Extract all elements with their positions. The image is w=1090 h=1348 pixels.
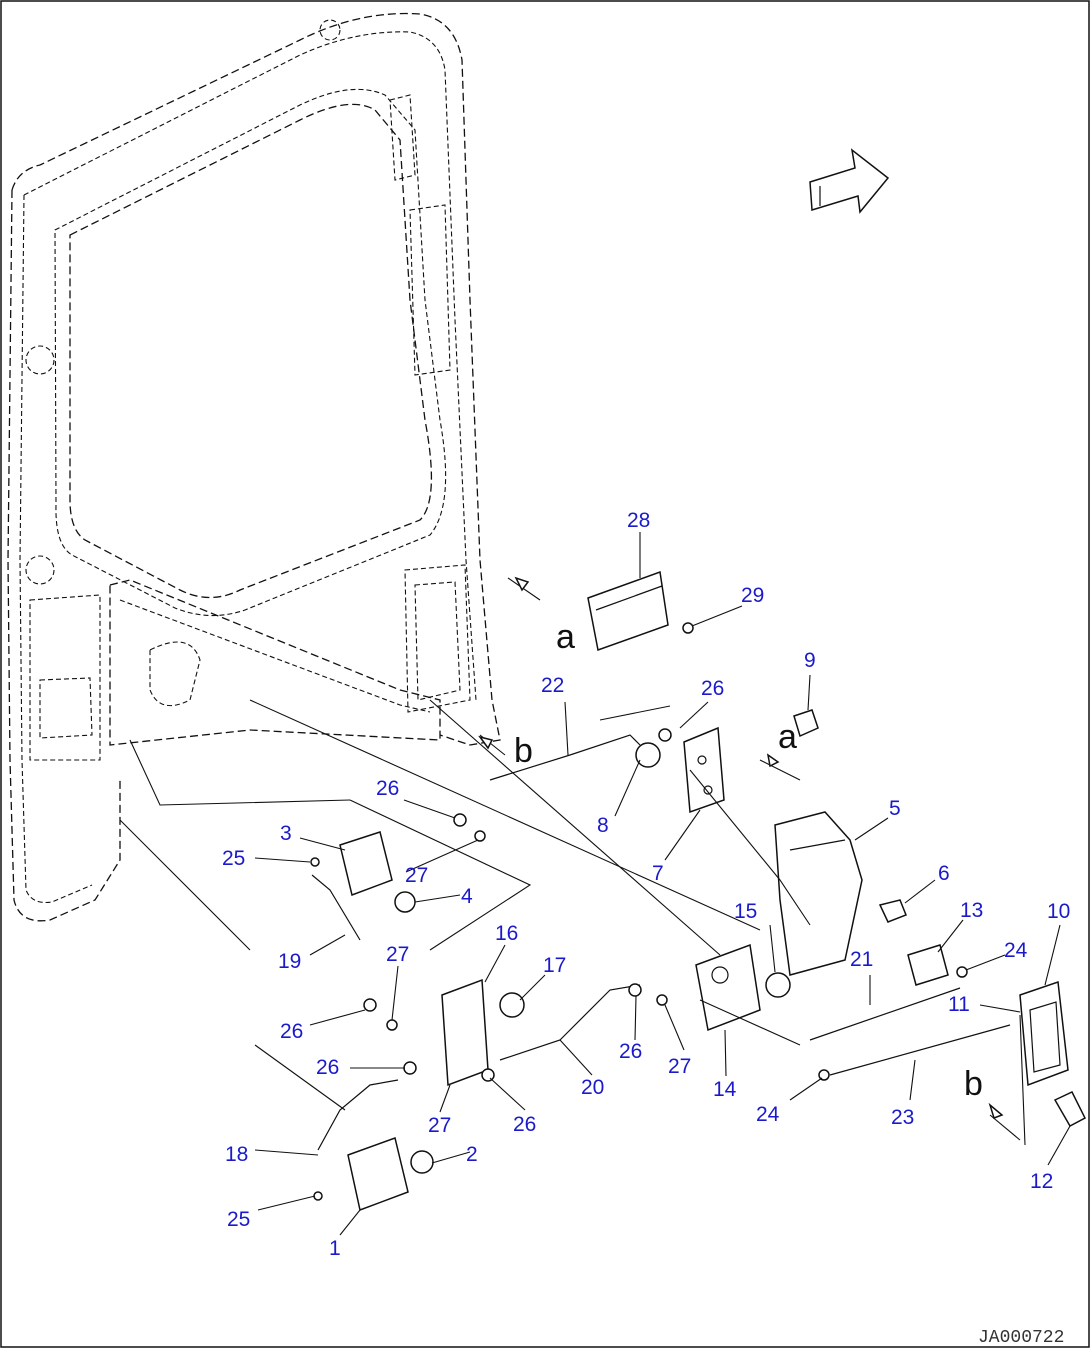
- callout-2: 2: [466, 1143, 478, 1166]
- ref-letter-b: b: [964, 1065, 983, 1103]
- callout-18: 18: [225, 1143, 248, 1166]
- callout-6: 6: [938, 862, 950, 885]
- callout-21: 21: [850, 948, 873, 971]
- callout-26: 26: [376, 777, 399, 800]
- nut: [956, 966, 968, 978]
- arrow-b-icon: [988, 1102, 1004, 1119]
- clip-25: [310, 857, 320, 867]
- rod-23: [829, 1024, 1011, 1076]
- leader-lines: [254, 532, 1071, 1236]
- rod-21: [809, 987, 961, 1041]
- nut: [818, 1069, 830, 1081]
- lock-plate-1: [347, 1137, 409, 1212]
- lock-plate-16: [441, 978, 489, 1087]
- callout-9: 9: [804, 649, 816, 672]
- ref-letter-a: a: [556, 618, 575, 656]
- latch: [695, 943, 761, 1032]
- callout-27: 27: [386, 943, 409, 966]
- arrow-b-icon: [478, 735, 494, 750]
- lock-plate: [339, 831, 393, 897]
- callout-26: 26: [619, 1040, 642, 1063]
- door-frame: [7, 12, 501, 922]
- rod-22: [489, 734, 641, 781]
- reference-lines: [119, 577, 1026, 1146]
- callout-19: 19: [278, 950, 301, 973]
- clip-26: [481, 1068, 495, 1082]
- callout-7: 7: [652, 862, 664, 885]
- callout-24: 24: [1004, 939, 1028, 962]
- screw-12: [1053, 1091, 1086, 1128]
- callout-22: 22: [541, 674, 564, 697]
- callout-4: 4: [461, 885, 473, 908]
- arrow-a-icon: [514, 576, 530, 592]
- callout-24: 24: [756, 1103, 780, 1126]
- callout-8: 8: [597, 814, 609, 837]
- clip-26: [453, 813, 467, 827]
- callout-26: 26: [513, 1113, 536, 1136]
- callouts: 28 29 9 22 26 26 8 5 3 25 7 27 6 4 15 13…: [222, 509, 1070, 1260]
- rod-18: [317, 1079, 399, 1151]
- callout-28: 28: [627, 509, 650, 532]
- callout-10: 10: [1047, 900, 1070, 923]
- clip-26: [658, 728, 672, 742]
- clip-27: [386, 1019, 398, 1031]
- clip: [907, 944, 949, 986]
- drawing-code: JA000722: [978, 1328, 1064, 1348]
- knob-2: [410, 1150, 434, 1174]
- callout-20: 20: [581, 1076, 604, 1099]
- bolt: [878, 899, 907, 923]
- callout-17: 17: [543, 954, 566, 977]
- callout-23: 23: [891, 1106, 914, 1129]
- callout-11: 11: [948, 993, 970, 1016]
- callout-1: 1: [329, 1237, 341, 1260]
- bracket: [774, 811, 863, 976]
- callout-27: 27: [405, 864, 428, 887]
- screw: [682, 622, 694, 634]
- callout-29: 29: [741, 584, 764, 607]
- cover-plate: [587, 570, 669, 652]
- callout-27: 27: [428, 1114, 451, 1137]
- bumper: [793, 709, 819, 738]
- striker-bolt: [635, 742, 661, 768]
- arrow-a-icon: [766, 753, 780, 768]
- callout-26: 26: [280, 1020, 303, 1043]
- callout-5: 5: [889, 797, 901, 820]
- bolt-17: [499, 992, 525, 1018]
- ref-letter-a: a: [778, 718, 797, 756]
- callout-14: 14: [713, 1078, 737, 1101]
- callout-25: 25: [222, 847, 245, 870]
- rod-20: [499, 984, 641, 1061]
- callout-26: 26: [316, 1056, 339, 1079]
- callout-16: 16: [495, 922, 518, 945]
- clip-26: [628, 983, 642, 997]
- clip-27: [656, 994, 668, 1006]
- callout-3: 3: [280, 822, 292, 845]
- clip-26: [403, 1061, 417, 1075]
- callout-27: 27: [668, 1055, 691, 1078]
- clip-26: [363, 998, 377, 1012]
- striker-plate: [683, 726, 725, 814]
- callout-25: 25: [227, 1208, 250, 1231]
- callout-12: 12: [1030, 1170, 1053, 1193]
- callout-13: 13: [960, 899, 983, 922]
- callout-26: 26: [701, 677, 724, 700]
- callout-15: 15: [734, 900, 757, 923]
- clip-25: [313, 1191, 323, 1201]
- rod: [311, 874, 361, 941]
- knob: [394, 891, 416, 913]
- direction-arrow-icon: [809, 148, 890, 214]
- ref-letter-b: b: [514, 732, 533, 770]
- clip-27: [474, 830, 486, 842]
- bolt-15: [765, 972, 791, 998]
